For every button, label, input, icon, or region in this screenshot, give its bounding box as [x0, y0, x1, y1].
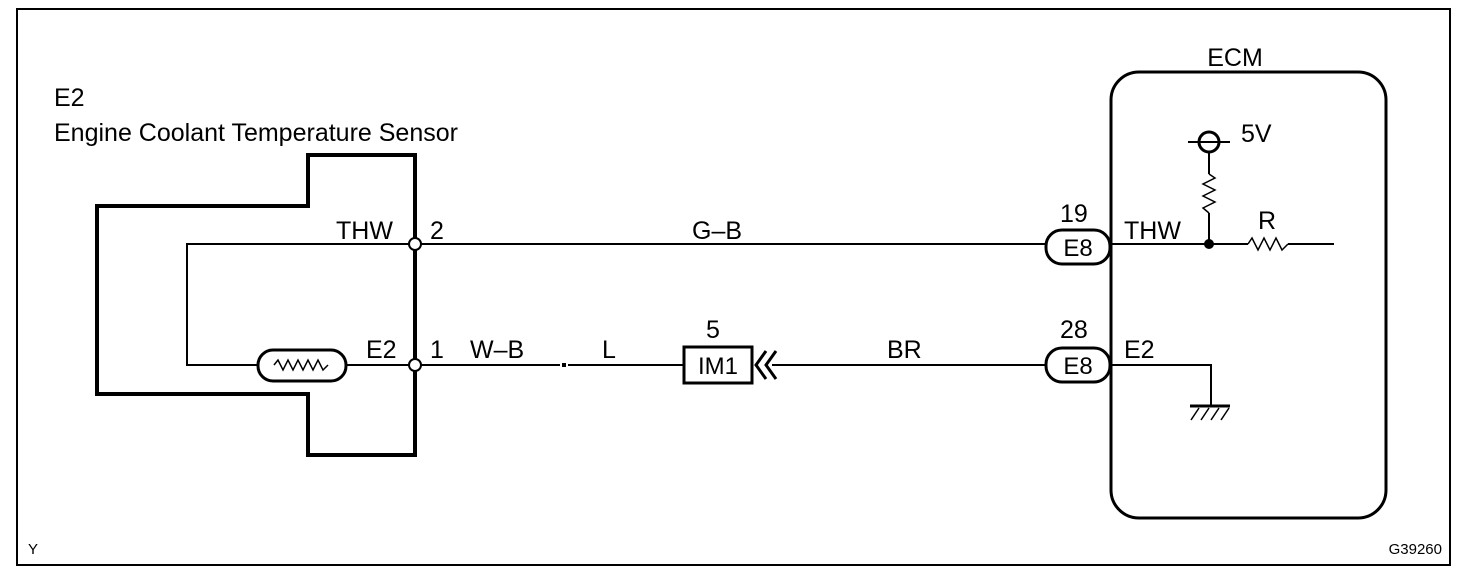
- ecm-upper-connector-label: E8: [1063, 235, 1092, 262]
- ecm-upper-signal: THW: [1124, 217, 1181, 245]
- figure-id: G39260: [1389, 541, 1442, 558]
- sensor-pin1-number: 1: [430, 336, 444, 364]
- sensor-name: Engine Coolant Temperature Sensor: [54, 119, 458, 147]
- junction-chevron-icon: [754, 350, 778, 380]
- wire-splice-dot: [562, 363, 566, 367]
- ground-icon: [1190, 404, 1230, 421]
- ecm-title: ECM: [1207, 44, 1263, 72]
- ecm-upper-pin: 19: [1060, 200, 1088, 228]
- footer-left-code: Y: [28, 541, 38, 558]
- voltage-source-icon: [1188, 130, 1230, 154]
- diagram-frame: [16, 8, 1451, 566]
- sensor-body-outline: [95, 153, 417, 457]
- sensor-pin2-signal: THW: [336, 217, 393, 245]
- ecm-upper-connector: [1044, 228, 1112, 266]
- junction-pin: 5: [706, 316, 720, 344]
- wire-thw-color: G–B: [692, 217, 742, 245]
- sensor-pin2-number: 2: [430, 217, 444, 245]
- sensor-pin1-signal: E2: [366, 336, 397, 364]
- ecm-ground-line: [1110, 364, 1212, 406]
- pullup-resistor-icon: [1201, 173, 1217, 214]
- wire-e2-mid-color: L: [602, 336, 616, 364]
- sensor-code: E2: [54, 84, 85, 112]
- wire-e2-left-color: W–B: [470, 336, 524, 364]
- ecm-lower-signal: E2: [1124, 336, 1155, 364]
- sensor-terminal-2: [408, 237, 422, 251]
- resistor-r-icon: [1247, 236, 1289, 252]
- ecm-lower-connector-label: E8: [1063, 353, 1092, 380]
- ecm-supply-voltage: 5V: [1241, 120, 1272, 148]
- wire-e2-right-color: BR: [887, 336, 922, 364]
- sensor-terminal-1: [408, 358, 422, 372]
- sensor-internal-loop: [186, 243, 415, 366]
- thermistor-icon: [256, 348, 348, 383]
- ecm-lower-pin: 28: [1060, 316, 1088, 344]
- ecm-box: [1109, 70, 1388, 520]
- junction-label: IM1: [698, 353, 738, 380]
- junction-connector-box: [682, 345, 754, 385]
- ecm-resistor-label: R: [1258, 207, 1276, 235]
